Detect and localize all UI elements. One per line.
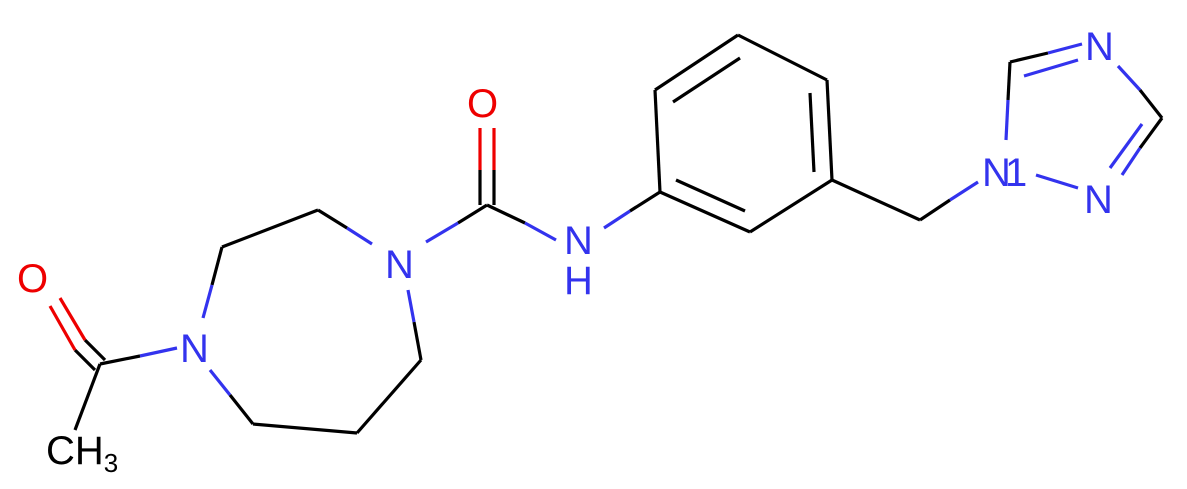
bond-ring-n4-c5 <box>208 369 232 396</box>
bond-ring-c2-c3 <box>221 208 319 249</box>
bond-acetyl-ch3 <box>73 363 102 431</box>
bond-c-nh <box>486 203 526 225</box>
bond-nh-ph-c <box>629 190 661 213</box>
bond-tri-c3-n2b <box>1120 147 1142 176</box>
bond-acetyl-co-b <box>83 338 107 362</box>
bond-ring-c3-n4-n <box>201 284 214 319</box>
bond-nh-ph <box>603 209 631 230</box>
bond-acetyl-co-a <box>73 348 97 372</box>
atom-n-ring1: N <box>385 243 414 287</box>
atom-ch3-subscript: 3 <box>104 448 118 478</box>
bond-tri-c3-n2-inner <box>1108 123 1144 169</box>
bond-bz-4-5 <box>825 79 834 181</box>
bond-tri-c3-n2 <box>1138 117 1164 149</box>
bond-layer <box>48 33 1164 435</box>
bond-bz-inner-b <box>808 92 816 173</box>
bond-tri-n1-c5b <box>1006 61 1012 101</box>
atom-label-layer: O N H N N O CH3 N 1 N N <box>17 25 1114 478</box>
atom-n-ring4: N <box>180 327 209 371</box>
bond-ring-n4-c5b <box>228 394 255 425</box>
bond-c-nh-n <box>524 221 557 242</box>
bond-acetyl-o-b <box>58 297 87 341</box>
bond-n4-acetyl-c <box>99 354 141 366</box>
atom-n-amide: N <box>564 219 593 263</box>
bond-ring-n1-c2b <box>317 208 348 230</box>
bond-ch2-ntri-n <box>949 180 979 202</box>
bond-tri-n1-c5 <box>1004 99 1010 141</box>
bond-tri-c5-n4-a <box>1009 51 1049 64</box>
atom-ch3: CH3 <box>46 429 118 478</box>
atom-h-amide: H <box>564 259 593 303</box>
bond-tri-n4-c3 <box>1116 64 1142 92</box>
bond-ring-c7-n1-n <box>406 289 416 323</box>
atom-n-triazole4: N <box>1085 25 1114 69</box>
atom-n-triazole1-locant: 1 <box>1005 151 1027 195</box>
bond-ring-c7-n1 <box>412 321 423 361</box>
bond-bz-5-6 <box>749 178 833 234</box>
atom-o-amide: O <box>467 82 498 126</box>
atom-o-acetyl: O <box>17 257 48 301</box>
bond-ring-c3-n4 <box>210 246 224 286</box>
bond-c-nring <box>457 203 488 225</box>
bond-ch2-ntri <box>919 198 951 222</box>
bond-acetyl-o-a <box>48 305 77 351</box>
bond-ring-n1-c2 <box>346 226 373 246</box>
bond-bz-inner-a <box>672 56 741 104</box>
bond-bz-1-2 <box>653 89 662 193</box>
bond-bz-3-4 <box>737 33 828 82</box>
bond-c-nring-n <box>425 221 459 244</box>
atom-ch3-main: CH <box>46 429 104 473</box>
atom-n-triazole1: N <box>982 151 1011 195</box>
bond-tri-n2-n1 <box>1035 173 1079 190</box>
bond-bz-ch2 <box>831 178 921 222</box>
bond-ring-c6-c7 <box>355 358 423 435</box>
bond-tri-c5-n4-inner <box>1023 58 1079 78</box>
bond-bz-6-1 <box>659 190 751 234</box>
bond-n4-acetyl <box>139 346 178 358</box>
bond-ring-c5-c6 <box>252 422 358 435</box>
bond-bz-2-3 <box>654 33 739 92</box>
bond-bz-inner-c <box>675 178 746 213</box>
atom-n-triazole2: N <box>1084 178 1113 222</box>
bond-tri-c5-n4-b <box>1047 42 1083 55</box>
bond-tri-n4-c3b <box>1138 89 1164 119</box>
